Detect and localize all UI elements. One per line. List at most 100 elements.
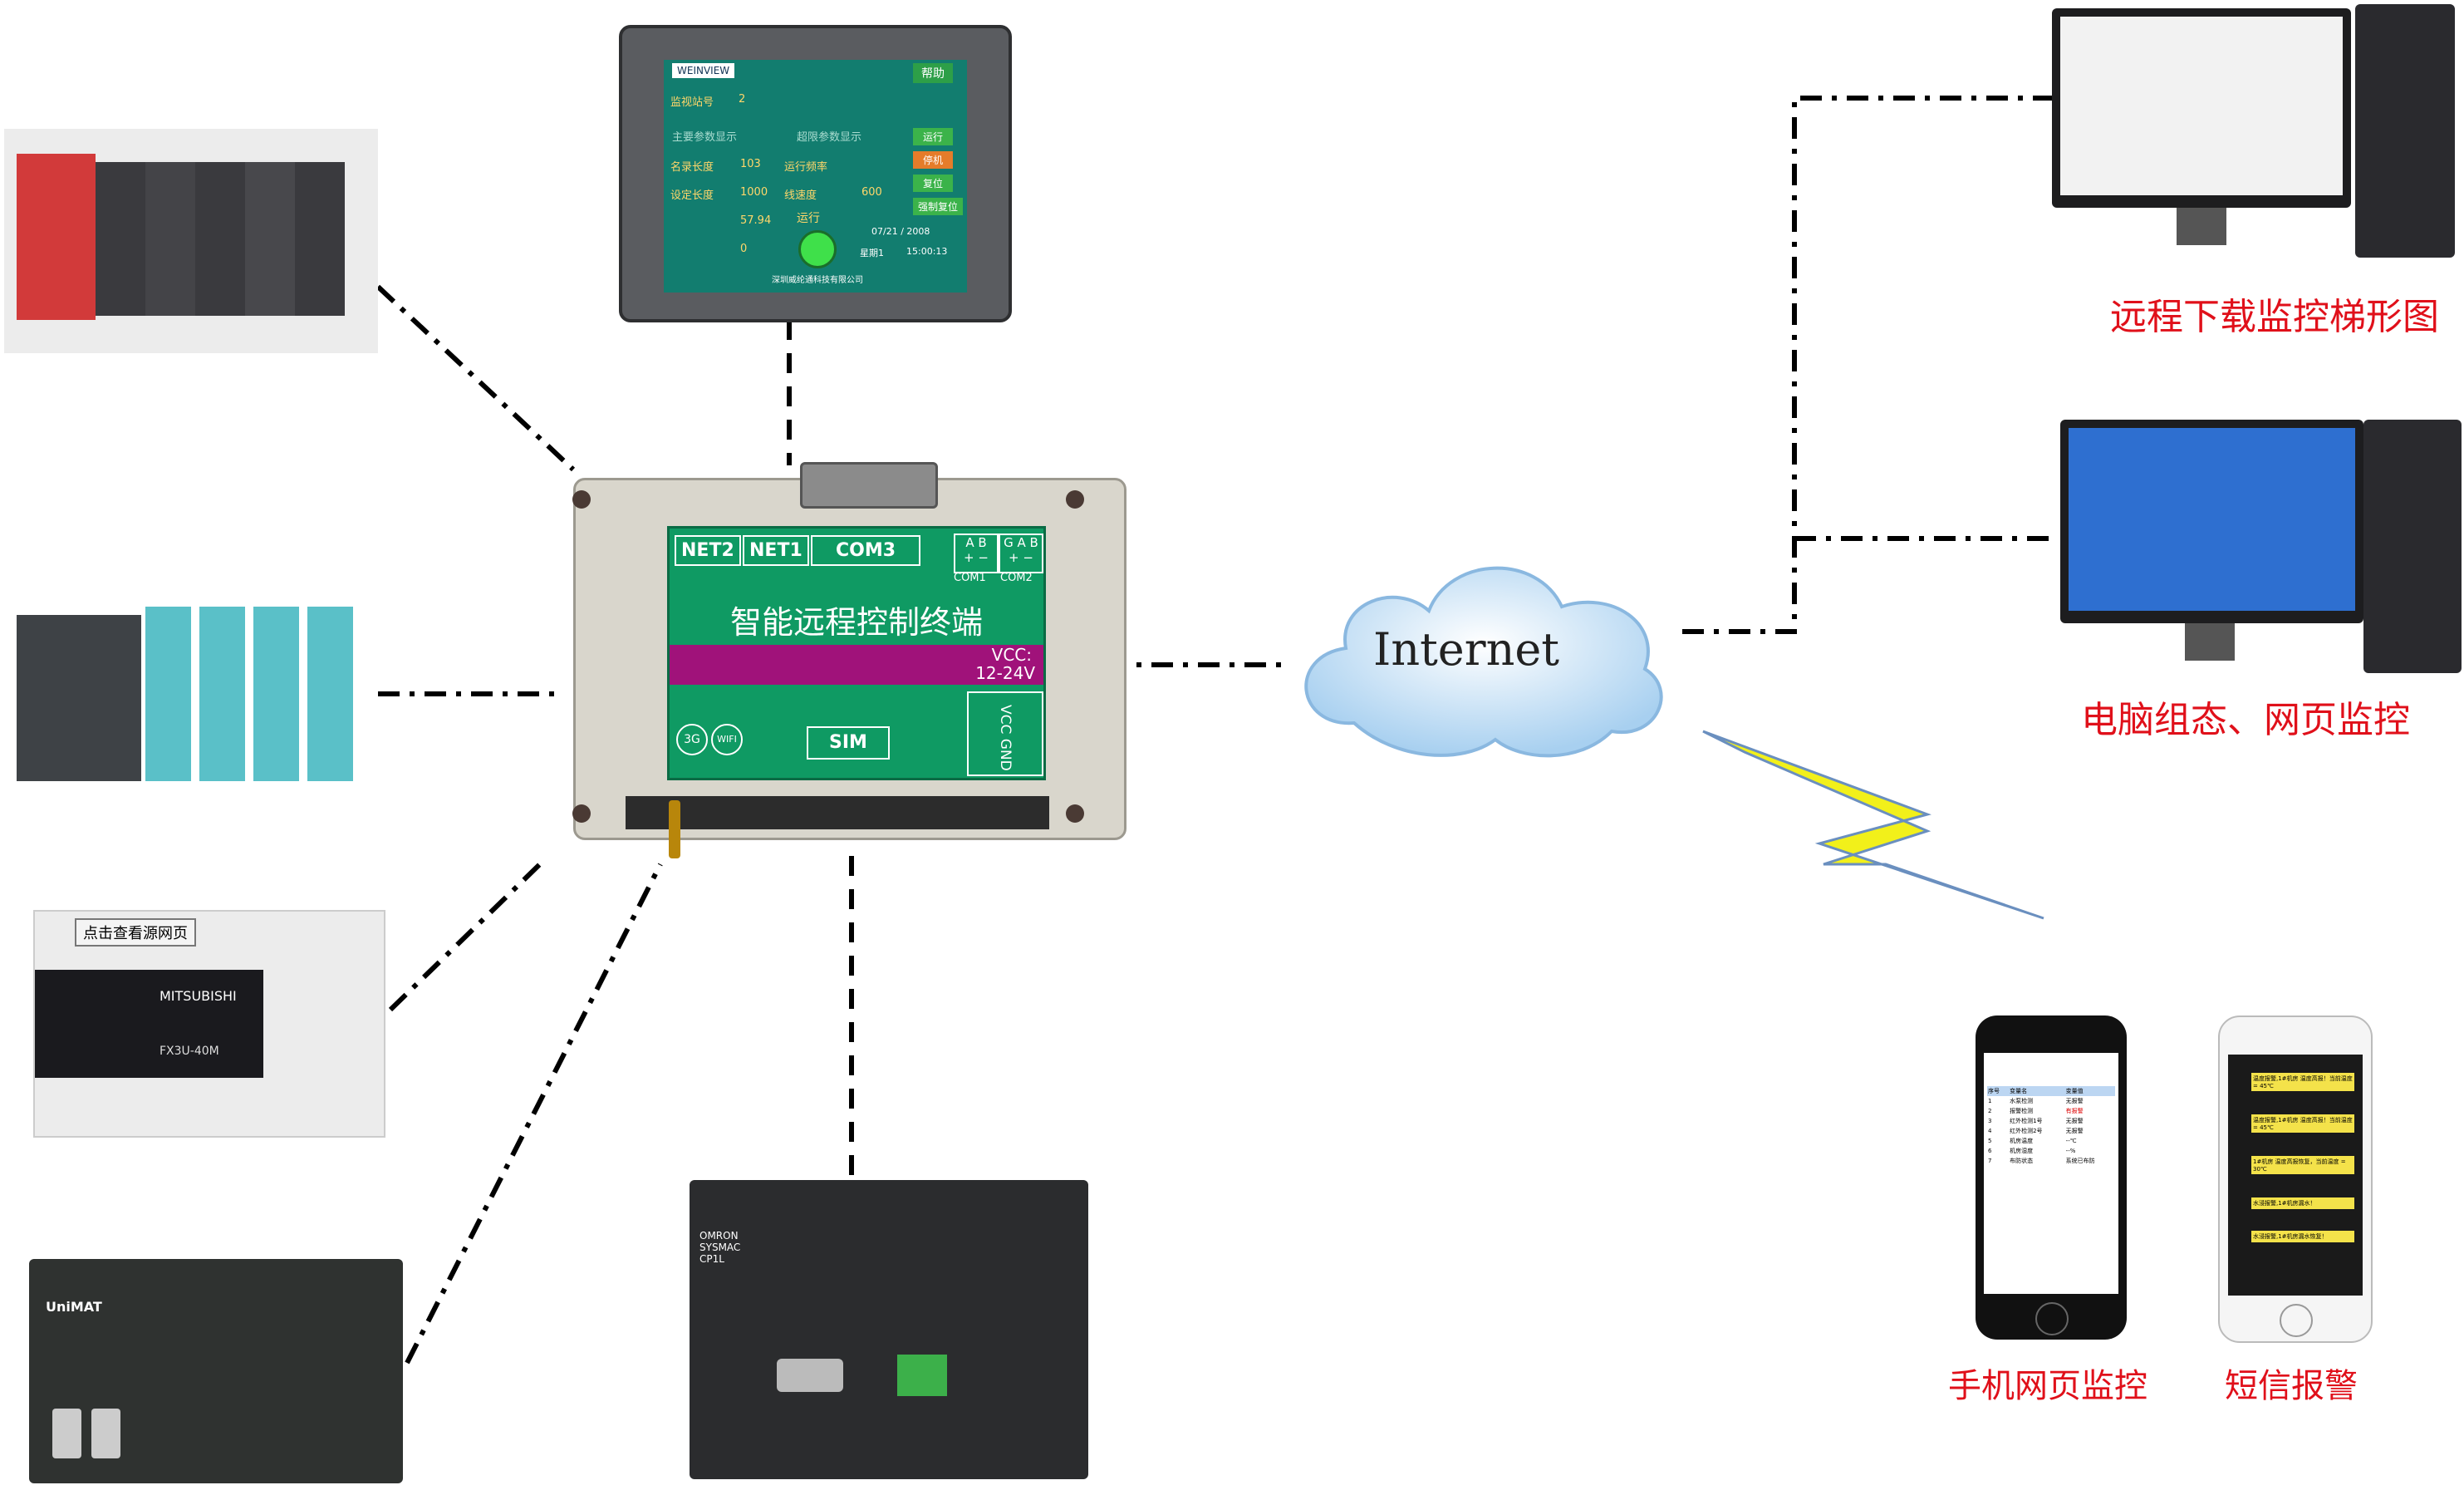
hmi-value: 0 [740, 243, 748, 255]
hmi-weekday: 星期1 [860, 248, 884, 258]
pc-tower-icon [2363, 420, 2462, 673]
plc-omron: OMRON SYSMAC CP1L [690, 1180, 1088, 1479]
screw-icon [572, 490, 591, 509]
table-cell: 无报警 [2065, 1128, 2084, 1134]
fx-model: FX3U-40M [160, 1045, 219, 1058]
plc-unimat: UniMAT [29, 1259, 403, 1483]
table-cell: 6 [1988, 1148, 1992, 1154]
sms-bubble: 温度报警,1#机房 温度高报！当前温度 = 45℃ [2251, 1073, 2354, 1091]
ladder-software-window [2060, 17, 2343, 195]
monitor-screen [2060, 420, 2363, 623]
table-cell: 系统已布防 [2065, 1158, 2095, 1164]
table-cell: 4 [1988, 1128, 1992, 1134]
hmi-button-stop[interactable]: 停机 [913, 151, 954, 169]
home-button-icon[interactable] [2035, 1302, 2069, 1335]
com1-signs: + − [964, 550, 989, 565]
terminal-front-panel: NET2 NET1 COM3 A B + − G A B + − COM1 CO… [667, 526, 1046, 780]
vcc-label: VCC: [991, 645, 1032, 665]
hmi-field: 线速度 [784, 189, 817, 202]
hmi-field: 主要参数显示 [672, 131, 738, 144]
screw-icon [1066, 490, 1084, 509]
plc-modular-rack [4, 129, 378, 353]
table-cell: 3 [1988, 1118, 1992, 1124]
vcc-range: 12-24V [975, 663, 1035, 683]
rack-module [145, 162, 195, 316]
rack-module [96, 162, 145, 316]
internet-cloud: Internet [1304, 566, 1663, 758]
table-cell: 机房湿度 [2010, 1148, 2034, 1154]
hmi-value: 2 [739, 93, 746, 106]
hmi-field: 运行频率 [784, 161, 828, 174]
status-lamp-icon [798, 230, 837, 268]
wireless-bolt-icon [1702, 730, 2044, 920]
hmi-footer: 深圳威纶通科技有限公司 [772, 276, 863, 285]
hmi-tab[interactable]: 帮助 [913, 63, 953, 83]
source-page-tooltip[interactable]: 点击查看源网页 [75, 918, 196, 947]
caption-sms: 短信报警 [2225, 1367, 2358, 1405]
hmi-field: 监视站号 [670, 96, 714, 109]
hmi-date: 07/21 / 2008 [871, 226, 930, 237]
sms-bubble: 1#机房 温度高报恢复，当前温度 = 30℃ [2251, 1156, 2354, 1174]
s7-io-module [307, 607, 353, 781]
badge-wifi: WIFI [711, 724, 743, 755]
hmi-touchscreen: WEINVIEW 帮助 监视站号 2 主要参数显示 超限参数显示 名录长度 10… [619, 25, 1012, 322]
vcc-gnd-box: VCC GND [967, 691, 1043, 776]
omron-terminal-block [897, 1355, 947, 1396]
scada-screen [2069, 428, 2355, 611]
table-header: 变量名 [2010, 1088, 2028, 1094]
com2-pins: G A B [1004, 535, 1038, 550]
table-cell: 2 [1988, 1108, 1992, 1114]
pc-tower-icon [2355, 4, 2455, 258]
table-cell: 1 [1988, 1098, 1992, 1104]
plc-mitsubishi-fx: MITSUBISHI FX3U-40M 点击查看源网页 [33, 910, 385, 1138]
table-cell: 水泵检测 [2010, 1098, 2034, 1104]
com1-pins: A B [965, 535, 987, 550]
hmi-field: 设定长度 [670, 189, 714, 202]
phone-screen: 温度报警,1#机房 温度高报！当前温度 = 45℃ 温度报警,1#机房 温度高报… [2228, 1055, 2363, 1296]
hmi-value: 1000 [740, 186, 768, 199]
terminal-bottom-connectors [626, 796, 1049, 829]
table-cell: 7 [1988, 1158, 1992, 1164]
s7-io-module [253, 607, 299, 781]
table-cell: 无报警 [2065, 1118, 2084, 1124]
hmi-button-reset[interactable]: 复位 [913, 175, 954, 192]
hmi-status: 运行 [797, 212, 820, 225]
table-header: 变量值 [2065, 1088, 2084, 1094]
hmi-screen: WEINVIEW 帮助 监视站号 2 主要参数显示 超限参数显示 名录长度 10… [664, 60, 967, 293]
s7-io-module [145, 607, 191, 781]
port-net1: NET1 [743, 535, 809, 566]
table-cell: --℃ [2065, 1138, 2077, 1144]
phone-sms: 温度报警,1#机房 温度高报！当前温度 = 45℃ 温度报警,1#机房 温度高报… [2218, 1015, 2373, 1343]
remote-control-terminal: NET2 NET1 COM3 A B + − G A B + − COM1 CO… [572, 462, 1126, 858]
table-cell: 布防状态 [2010, 1158, 2034, 1164]
table-cell: 5 [1988, 1138, 1992, 1144]
rack-power-module [17, 154, 96, 320]
screw-icon [1066, 804, 1084, 823]
table-cell: --% [2065, 1148, 2076, 1154]
sim-slot: SIM [807, 726, 890, 760]
unimat-serial-port [91, 1409, 120, 1458]
table-header: 序号 [1988, 1088, 2000, 1094]
pc-scada-monitor [2060, 420, 2363, 669]
rack-module [245, 162, 295, 316]
table-cell: 有报警 [2065, 1108, 2084, 1114]
table-cell: 无报警 [2065, 1098, 2084, 1104]
caption-ladder: 远程下载监控梯形图 [2110, 296, 2439, 338]
rack-module [295, 162, 345, 316]
hmi-value: 57.94 [740, 214, 772, 227]
sms-bubble: 水浸报警,1#机房漏水！ [2251, 1197, 2354, 1209]
port-net2: NET2 [675, 535, 741, 566]
sms-bubble: 温度报警,1#机房 温度高报！当前温度 = 45℃ [2251, 1114, 2354, 1133]
table-cell: 报警检测 [2010, 1108, 2034, 1114]
port-com3: COM3 [811, 535, 921, 566]
terminal-title: 智能远程控制终端 [729, 604, 983, 641]
hmi-button-force-reset[interactable]: 强制复位 [913, 198, 964, 215]
hmi-field: 名录长度 [670, 161, 714, 174]
home-button-icon[interactable] [2280, 1304, 2313, 1337]
hmi-button-run[interactable]: 运行 [913, 128, 954, 145]
power-stripe: VCC: 12-24V [670, 645, 1043, 685]
fx-brand: MITSUBISHI [160, 988, 237, 1004]
sms-bubble: 水浸报警,1#机房漏水恢复！ [2251, 1231, 2354, 1242]
